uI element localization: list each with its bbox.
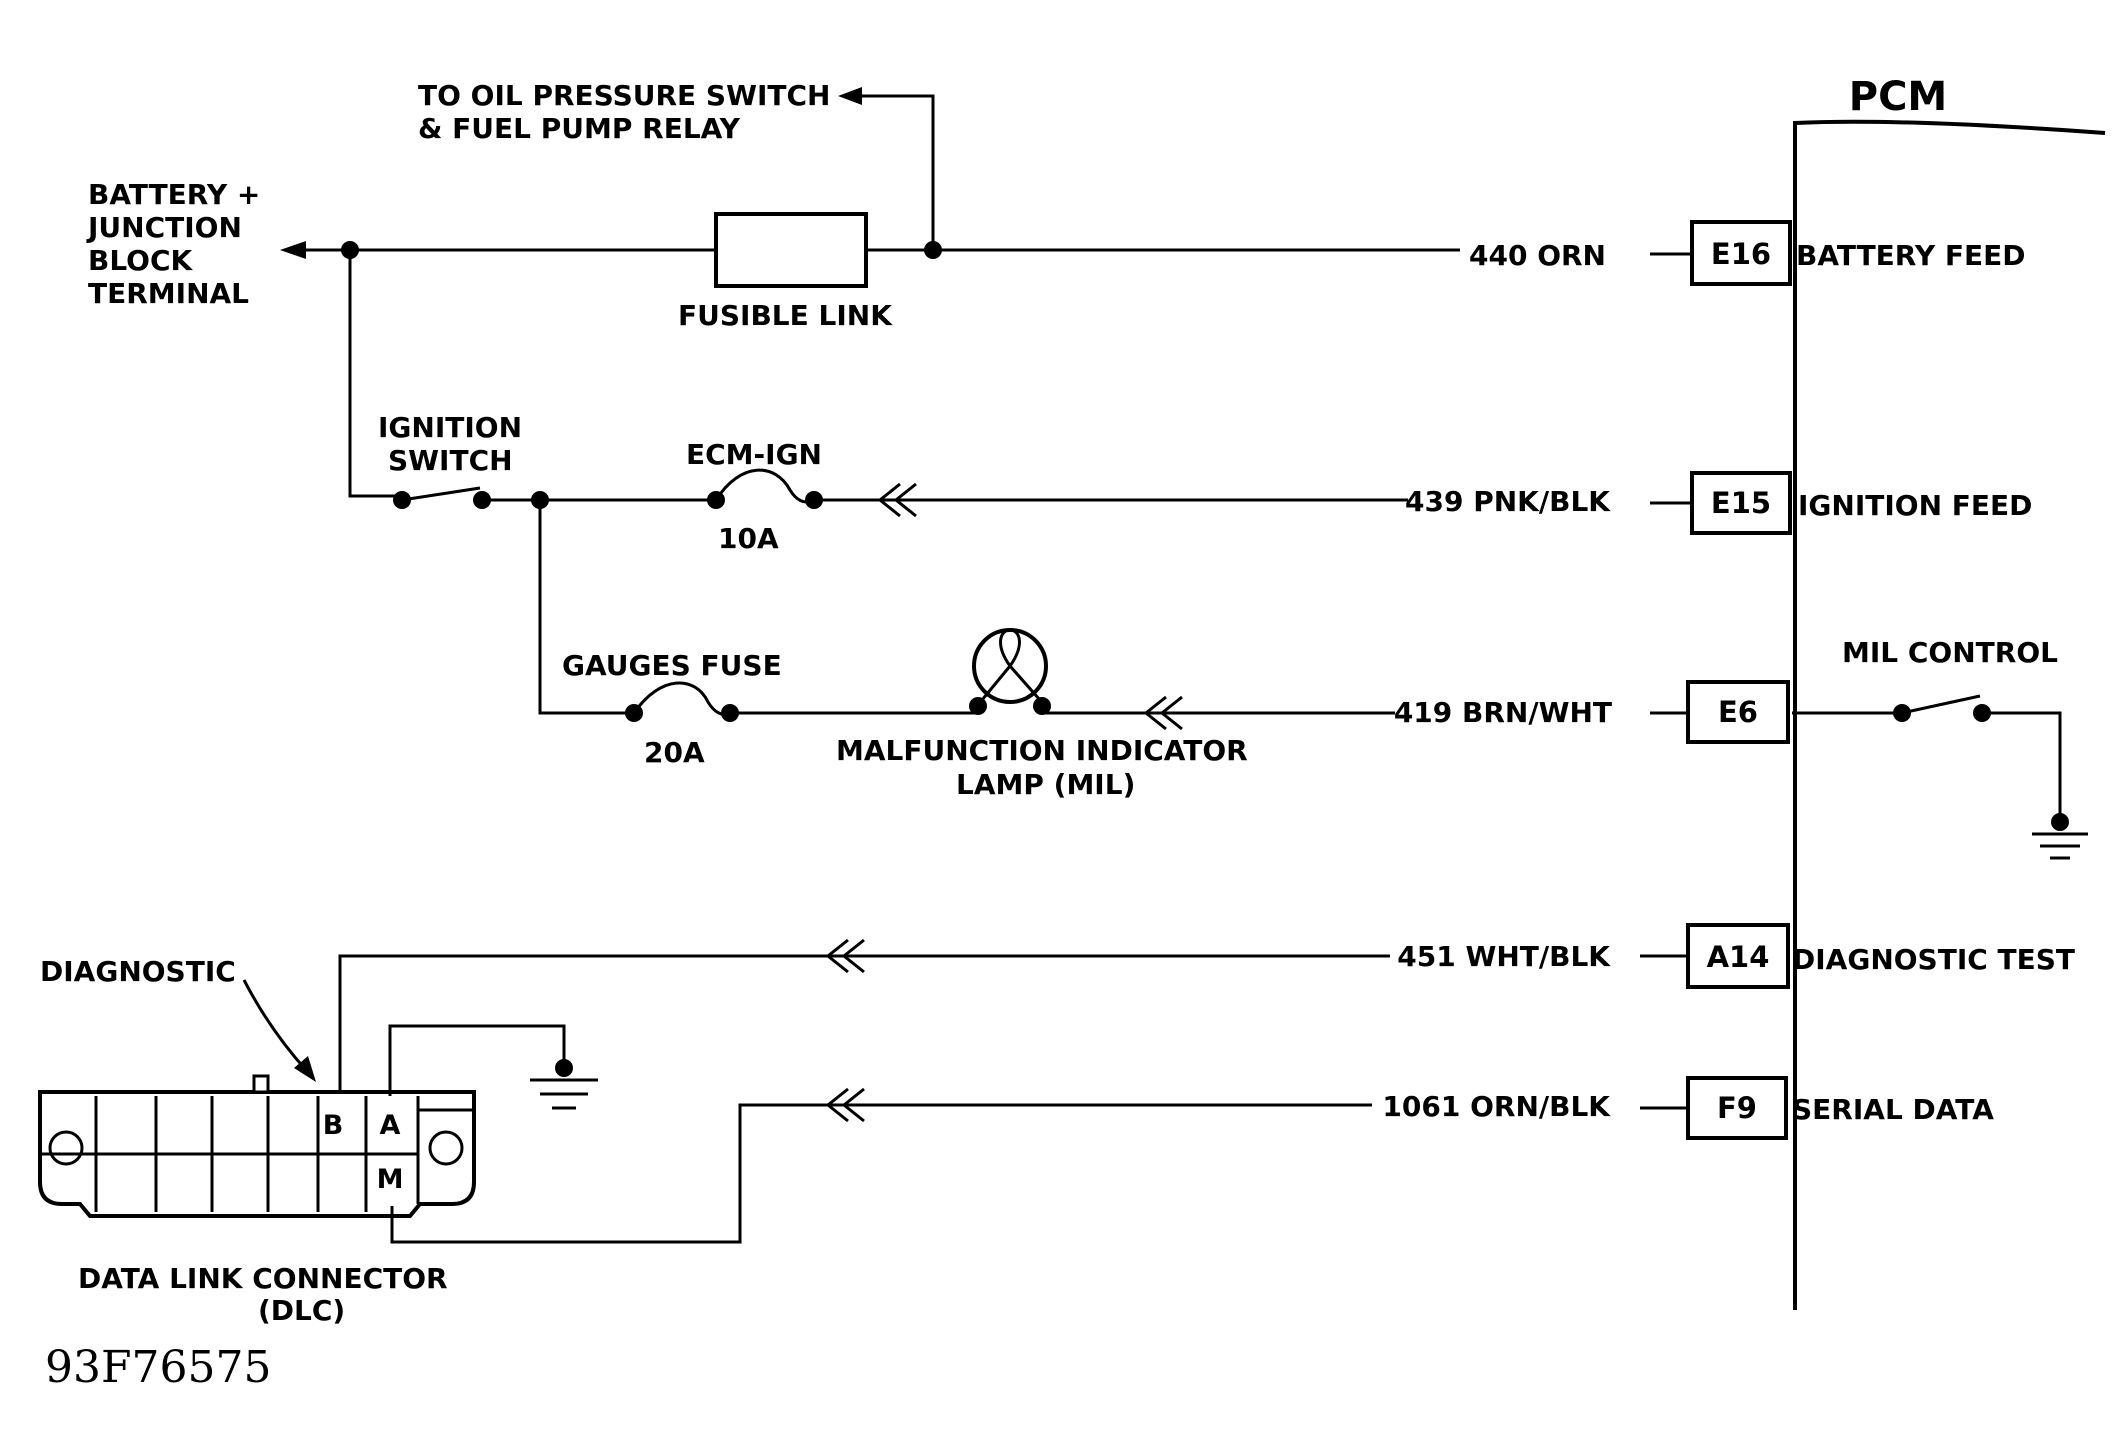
mil-control-switch-blade bbox=[1901, 694, 1981, 715]
oil-pressure-label-2: & FUEL PUMP RELAY bbox=[418, 112, 741, 145]
ignition-switch-label-2: SWITCH bbox=[388, 444, 513, 477]
ignition-switch-blade bbox=[401, 486, 481, 502]
wire-label-419: 419 BRN/WHT bbox=[1394, 696, 1612, 729]
ignition-switch-label-1: IGNITION bbox=[378, 411, 522, 444]
ground-symbol-icon bbox=[2032, 832, 2088, 860]
wire-label-1061: 1061 ORN/BLK bbox=[1382, 1090, 1611, 1123]
battery-label-3: BLOCK bbox=[88, 244, 194, 277]
wire-battery-to-ignition bbox=[348, 250, 402, 498]
ignition-feed-circuit bbox=[348, 250, 1792, 535]
ground-dot bbox=[555, 1059, 573, 1077]
wire-ign-to-gauges bbox=[538, 500, 630, 715]
wire-dlc-a-to-ground bbox=[388, 1024, 566, 1096]
arrow-to-battery-icon bbox=[280, 241, 306, 259]
wire-label-451: 451 WHT/BLK bbox=[1397, 940, 1611, 973]
battery-label-4: TERMINAL bbox=[88, 277, 249, 310]
wire-dlc-m-to-pcm bbox=[390, 1103, 1372, 1244]
pin-label-e16: E16 bbox=[1711, 237, 1771, 271]
arrow-to-oil-pressure-icon bbox=[838, 87, 862, 105]
pin-label-e6: E6 bbox=[1718, 695, 1758, 729]
mil-circuit bbox=[538, 500, 2088, 860]
wire-dlc-b-to-pcm bbox=[338, 954, 1390, 1090]
ground-symbol-icon bbox=[530, 1078, 598, 1110]
dlc-mount-hole bbox=[428, 1130, 464, 1166]
battery-label-1: BATTERY + bbox=[88, 178, 260, 211]
gauges-fuse-icon bbox=[632, 681, 731, 716]
fusible-link-icon bbox=[714, 212, 868, 288]
dlc-mount-hole bbox=[48, 1130, 84, 1166]
dlc-key bbox=[252, 1074, 270, 1094]
function-label-serial-data: SERIAL DATA bbox=[1792, 1093, 1994, 1126]
pin-box-e15 bbox=[1690, 471, 1792, 535]
gauges-fuse-rating: 20A bbox=[644, 736, 705, 769]
wire-label-439: 439 PNK/BLK bbox=[1405, 485, 1611, 518]
diagnostic-label: DIAGNOSTIC bbox=[40, 955, 236, 988]
pin-label-e15: E15 bbox=[1711, 486, 1771, 520]
dlc-outline bbox=[38, 1090, 476, 1218]
dlc-pin-grid bbox=[40, 1096, 420, 1212]
figure-id: 93F76575 bbox=[45, 1342, 272, 1393]
pin-label-f9: F9 bbox=[1717, 1091, 1757, 1125]
diagnostic-test-circuit bbox=[338, 923, 1790, 1090]
function-label-battery-feed: BATTERY FEED bbox=[1796, 239, 2025, 272]
pin-box-e6 bbox=[1686, 680, 1790, 744]
mil-label-1: MALFUNCTION INDICATOR bbox=[836, 734, 1248, 767]
lamp-terminal bbox=[1033, 697, 1051, 715]
wire-label-440: 440 ORN bbox=[1469, 239, 1606, 272]
dlc-label-1: DATA LINK CONNECTOR bbox=[78, 1262, 448, 1295]
pcm-outline bbox=[1793, 119, 2106, 1310]
dlc-pin-m-label: M bbox=[377, 1164, 404, 1195]
diagnostic-arrow-icon bbox=[294, 1056, 316, 1082]
oil-pressure-label-1: TO OIL PRESSURE SWITCH bbox=[418, 79, 830, 112]
function-label-ignition-feed: IGNITION FEED bbox=[1798, 489, 2032, 522]
inline-connector-icon bbox=[825, 1087, 865, 1123]
inline-connector-icon bbox=[877, 482, 917, 518]
pin-box-e16 bbox=[1690, 220, 1792, 286]
inline-connector-icon bbox=[1143, 695, 1183, 731]
diagnostic-leader-line bbox=[242, 979, 308, 1072]
function-label-diagnostic-test: DIAGNOSTIC TEST bbox=[1792, 943, 2075, 976]
pcm-module: PCM bbox=[1793, 74, 2106, 1310]
pin-box-a14 bbox=[1686, 923, 1790, 989]
dlc-label-2: (DLC) bbox=[258, 1294, 345, 1327]
pin-label-a14: A14 bbox=[1707, 940, 1770, 974]
mil-control-label: MIL CONTROL bbox=[1842, 636, 2058, 669]
serial-data-circuit bbox=[390, 1076, 1788, 1244]
battery-label-2: JUNCTION bbox=[86, 211, 242, 244]
battery-feed-circuit bbox=[280, 87, 1792, 288]
ecm-ign-fuse-icon bbox=[714, 468, 813, 504]
inline-connector-icon bbox=[825, 938, 865, 974]
fusible-link-label: FUSIBLE LINK bbox=[678, 299, 893, 332]
wire-to-ground bbox=[1982, 711, 2062, 822]
mil-lamp-icon bbox=[972, 628, 1048, 704]
ground-dot bbox=[2051, 813, 2069, 831]
ecm-ign-label: ECM-IGN bbox=[686, 438, 822, 471]
dlc-pin-b-label: B bbox=[323, 1110, 344, 1141]
pcm-title: PCM bbox=[1849, 74, 1947, 120]
dlc-connector: B A M bbox=[38, 979, 598, 1218]
ecm-ign-rating: 10A bbox=[718, 522, 779, 555]
wire-to-oil-pressure bbox=[855, 94, 935, 250]
dlc-pin-a-label: A bbox=[380, 1110, 401, 1141]
pin-box-f9 bbox=[1686, 1076, 1788, 1140]
mil-label-2: LAMP (MIL) bbox=[956, 768, 1135, 801]
gauges-fuse-label: GAUGES FUSE bbox=[562, 649, 782, 682]
lamp-terminal bbox=[969, 697, 987, 715]
